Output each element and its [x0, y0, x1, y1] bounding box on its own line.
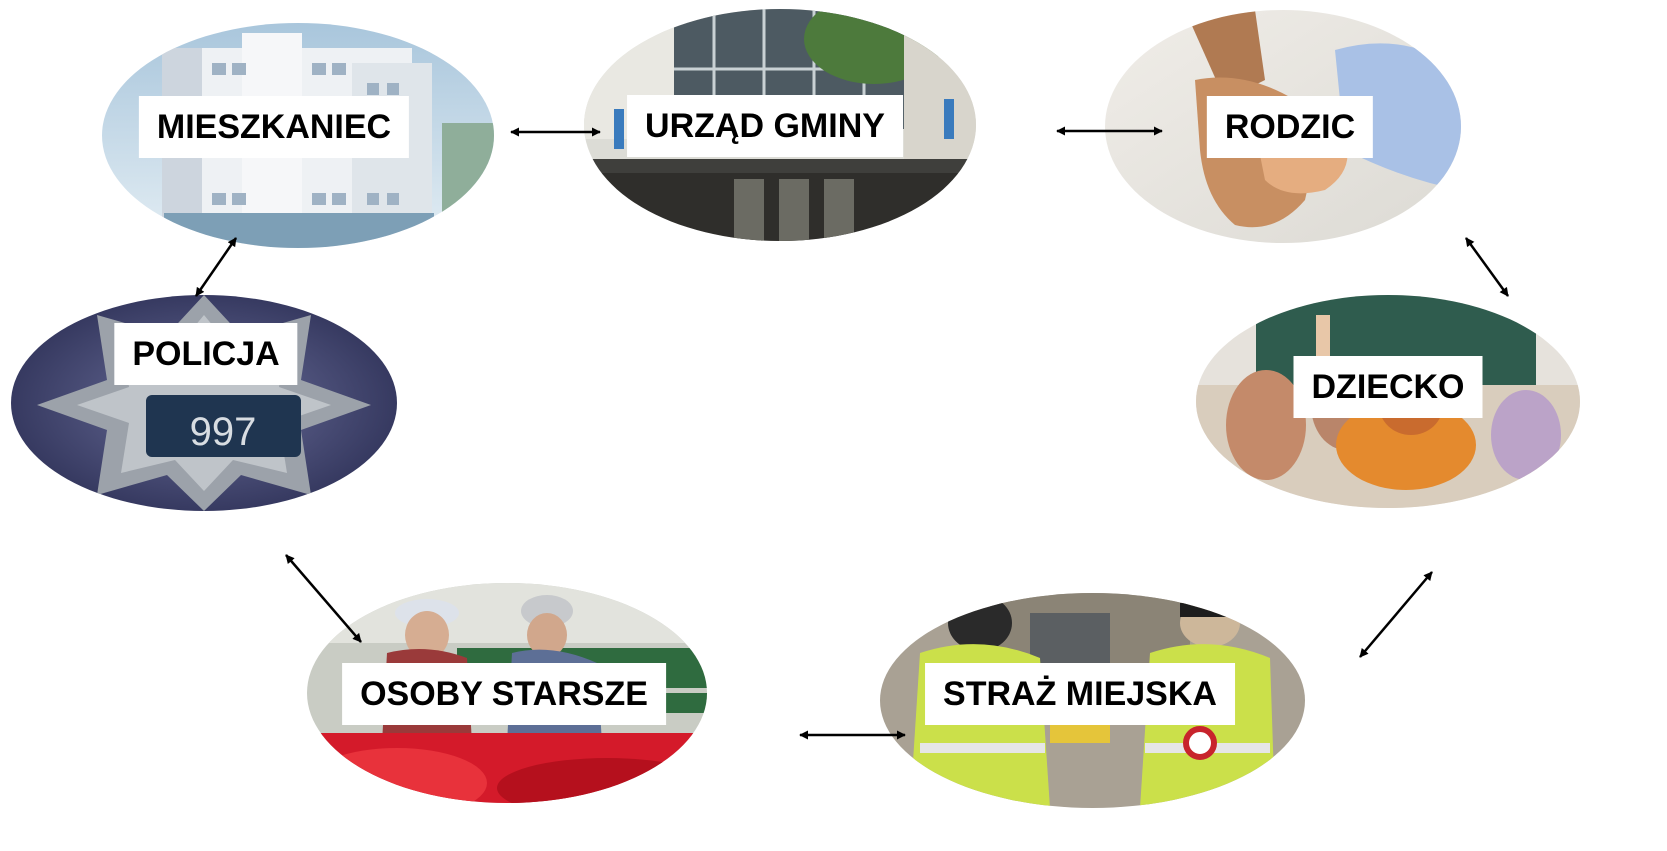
- label-osoby-starsze: OSOBY STARSZE: [342, 663, 666, 725]
- label-straz-miejska: STRAŻ MIEJSKA: [925, 663, 1235, 725]
- node-rodzic: RODZIC: [1105, 10, 1461, 243]
- node-urzad-gminy: URZĄD GMINY: [584, 9, 976, 241]
- label-urzad-gminy: URZĄD GMINY: [627, 95, 903, 157]
- node-osoby-starsze: OSOBY STARSZE: [307, 583, 707, 803]
- node-straz-miejska: STRAŻ MIEJSKA: [880, 593, 1305, 808]
- label-rodzic: RODZIC: [1206, 96, 1374, 158]
- label-policja: POLICJA: [114, 323, 298, 385]
- label-dziecko: DZIECKO: [1293, 356, 1483, 418]
- node-policja: 997 POLICJA: [11, 295, 397, 511]
- node-mieszkaniec: MIESZKANIEC: [102, 23, 494, 248]
- arrow-dziecko-straz-miejska: [1359, 571, 1433, 658]
- node-dziecko: DZIECKO: [1196, 295, 1580, 508]
- badge-number: 997: [190, 410, 257, 454]
- arrow-rodzic-dziecko: [1464, 237, 1510, 297]
- label-mieszkaniec: MIESZKANIEC: [138, 96, 410, 158]
